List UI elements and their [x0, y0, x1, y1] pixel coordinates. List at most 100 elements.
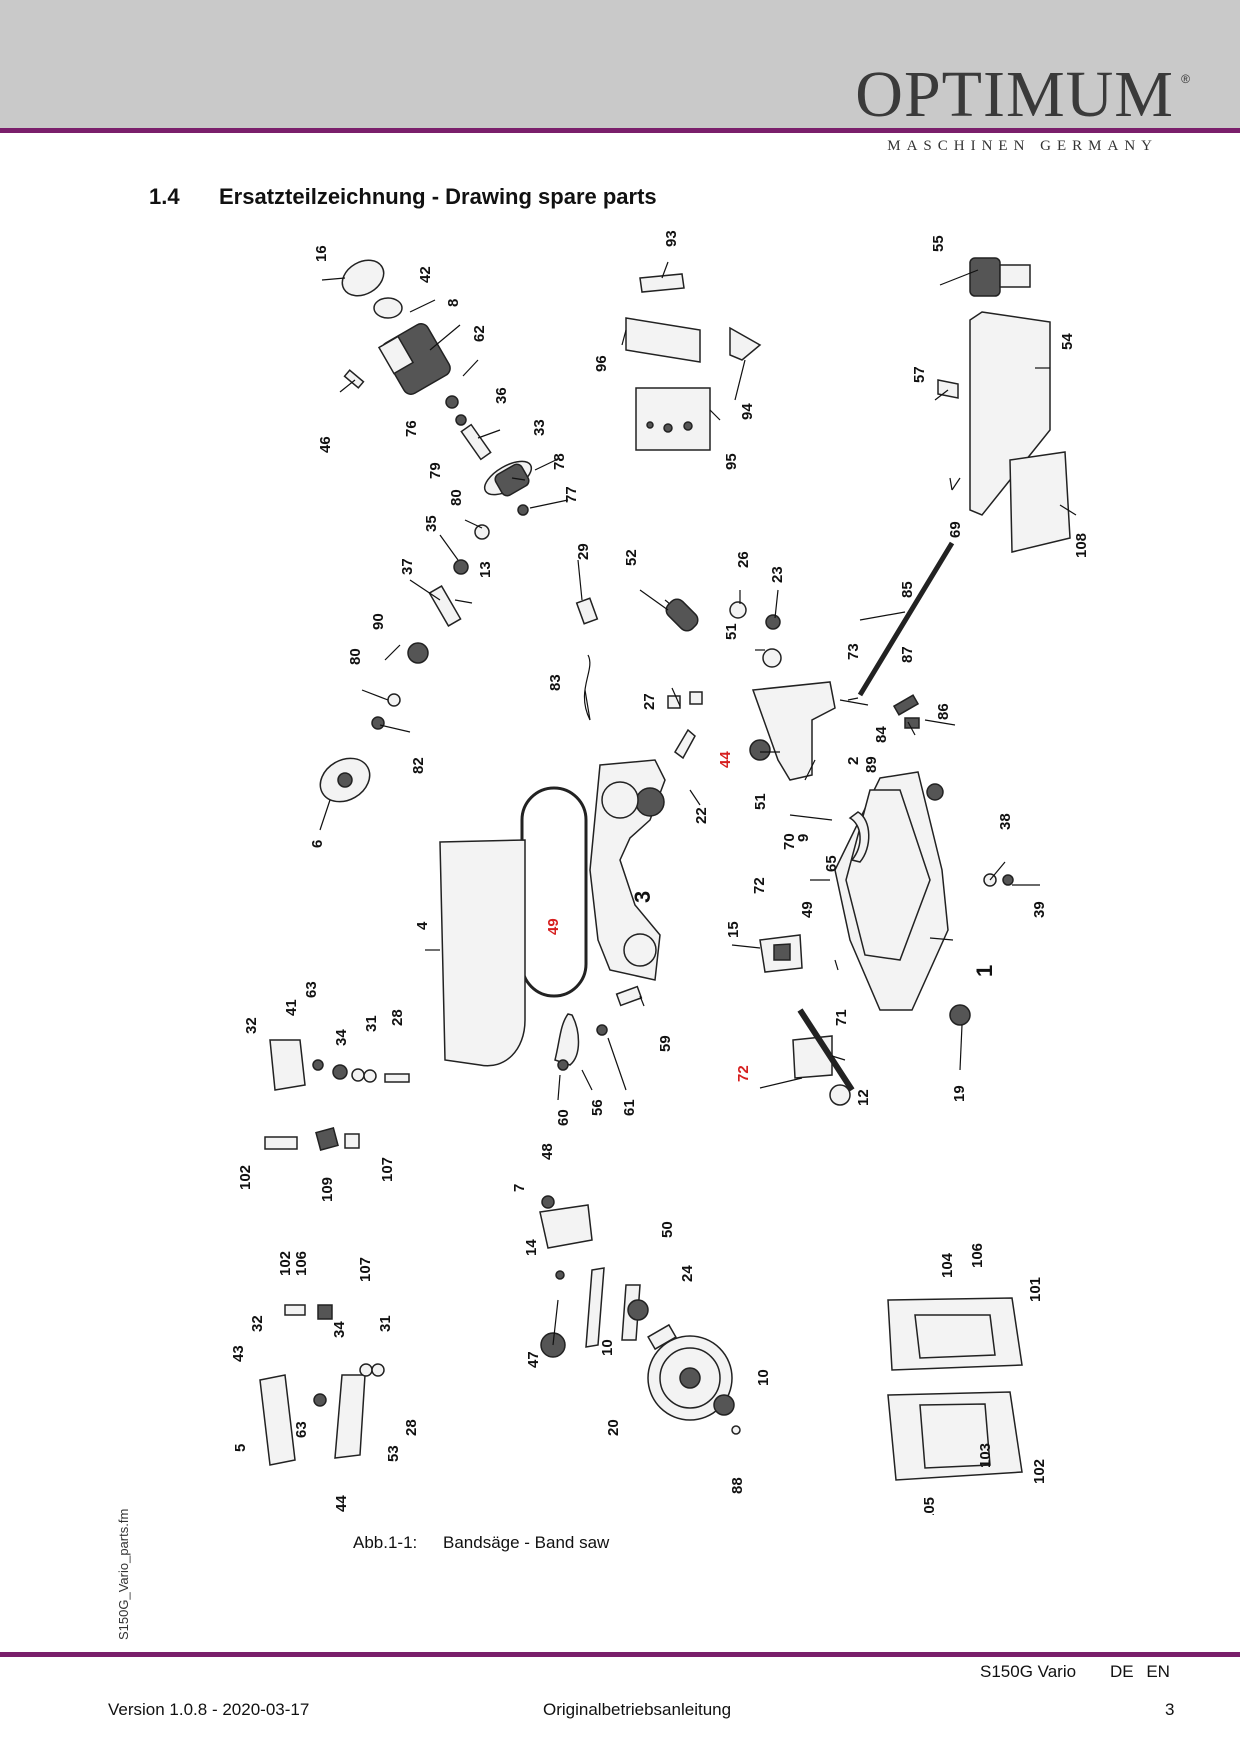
callout-label: 7 — [511, 1184, 528, 1192]
motor-assembly — [319, 259, 533, 803]
callout-label: 78 — [551, 453, 568, 470]
callout-label: 108 — [1073, 533, 1090, 558]
callout-label: 101 — [1027, 1277, 1044, 1302]
footer-manual: Originalbetriebsanleitung — [543, 1700, 732, 1719]
callout-label: 102 — [237, 1165, 254, 1190]
callout-label: 22 — [693, 807, 710, 824]
callout-label: 28 — [403, 1419, 420, 1436]
section-title: Ersatzteilzeichnung - Drawing spare part… — [219, 184, 657, 209]
callout-label: 4 — [414, 921, 431, 930]
callout-label: 46 — [317, 436, 334, 453]
callout-label: 71 — [833, 1009, 850, 1026]
callout-label: 56 — [589, 1099, 606, 1116]
callout-label: 59 — [657, 1035, 674, 1052]
callout-label-highlighted: 49 — [545, 918, 562, 935]
callout-label: 38 — [997, 813, 1014, 830]
callout-label: 104 — [939, 1252, 956, 1278]
leader-lines — [319, 261, 1077, 1101]
callout-label: 82 — [410, 757, 427, 774]
callout-label: 70 — [781, 833, 798, 850]
callout-label: 61 — [621, 1099, 638, 1116]
callout-label: 94 — [739, 403, 756, 420]
callout-label: 34 — [331, 1321, 348, 1338]
footer-model: S150G Vario — [980, 1662, 1077, 1681]
blade-cover — [439, 839, 526, 1067]
callout-label: 80 — [448, 489, 465, 506]
callout-label: 2 — [845, 757, 862, 765]
callout-label: 51 — [723, 623, 740, 640]
callout-label: 107 — [357, 1257, 374, 1282]
band-saw-blade — [520, 786, 588, 998]
callout-label: 107 — [379, 1157, 396, 1182]
callout-label: 105 — [921, 1497, 938, 1515]
callout-label: 31 — [363, 1015, 380, 1032]
spare-parts-drawing: 16 42 8 62 46 76 36 79 33 78 80 77 35 37… — [230, 230, 1090, 1515]
vise-assembly — [554, 934, 855, 1106]
callout-label: 102 — [277, 1251, 294, 1276]
callout-label: 44 — [333, 1495, 350, 1512]
callout-label: 77 — [563, 486, 580, 503]
callout-label: 72 — [751, 877, 768, 894]
callout-label: 15 — [725, 921, 742, 938]
callout-label: 89 — [863, 756, 880, 773]
brand-logo: OPTIMUM — [855, 58, 1174, 131]
callout-label: 29 — [575, 543, 592, 560]
callout-label: 65 — [823, 855, 840, 872]
callout-label: 79 — [427, 462, 444, 479]
callout-label: 8 — [445, 299, 462, 307]
figure-label: Abb.1-1: — [353, 1533, 418, 1552]
callout-label: 87 — [899, 646, 916, 663]
header-band — [0, 0, 1240, 130]
callout-label: 36 — [493, 387, 510, 404]
callout-label: 10 — [599, 1339, 616, 1356]
callout-label: 24 — [679, 1265, 696, 1282]
callout-label: 50 — [659, 1221, 676, 1238]
callout-label: 39 — [1031, 901, 1048, 918]
hydraulic-assembly — [937, 257, 1071, 553]
callout-label: 88 — [729, 1477, 746, 1494]
callout-label: 62 — [471, 325, 488, 342]
callout-label: 32 — [243, 1017, 260, 1034]
figure-caption: Bandsäge - Band saw — [443, 1533, 610, 1552]
callout-label: 23 — [769, 566, 786, 583]
header-rule — [0, 128, 1240, 133]
callout-label: 37 — [399, 558, 416, 575]
callout-label: 55 — [930, 235, 947, 252]
callout-label: 3 — [630, 891, 655, 903]
callout-label: 12 — [855, 1089, 872, 1106]
callout-label: 73 — [845, 643, 862, 660]
callout-label: 63 — [293, 1421, 310, 1438]
callout-label: 63 — [303, 981, 320, 998]
callout-label: 57 — [911, 366, 928, 383]
callout-label: 20 — [605, 1419, 622, 1436]
blade-guide-groups — [259, 1039, 410, 1466]
callout-label: 90 — [370, 613, 387, 630]
callout-label: 28 — [389, 1009, 406, 1026]
callout-label: 10 — [755, 1369, 772, 1386]
callout-label: 86 — [935, 703, 952, 720]
callout-label-highlighted: 44 — [717, 751, 734, 768]
callout-label: 47 — [525, 1351, 542, 1368]
callout-label: 42 — [417, 266, 434, 283]
callout-label: 96 — [593, 355, 610, 372]
callout-label: 69 — [947, 521, 964, 538]
footer-rule — [0, 1652, 1240, 1657]
callout-label: 48 — [539, 1143, 556, 1160]
callout-label: 52 — [623, 549, 640, 566]
callout-label: 103 — [977, 1443, 994, 1468]
callout-label: 41 — [283, 999, 300, 1016]
callout-label: 84 — [873, 726, 890, 743]
brand-tagline: MASCHINEN GERMANY — [887, 138, 1158, 154]
callout-label: 9 — [795, 834, 812, 842]
callout-label: 106 — [969, 1243, 986, 1268]
stand-panels — [887, 1297, 1023, 1481]
callout-label: 6 — [309, 840, 326, 848]
callout-label: 85 — [899, 581, 916, 598]
registered-mark: ® — [1181, 72, 1190, 86]
callout-label: 109 — [319, 1177, 336, 1202]
callout-label: 14 — [523, 1239, 540, 1256]
callout-label-highlighted: 72 — [735, 1065, 752, 1082]
saw-bow — [751, 541, 955, 781]
callout-label: 26 — [735, 551, 752, 568]
callout-label: 16 — [313, 245, 330, 262]
